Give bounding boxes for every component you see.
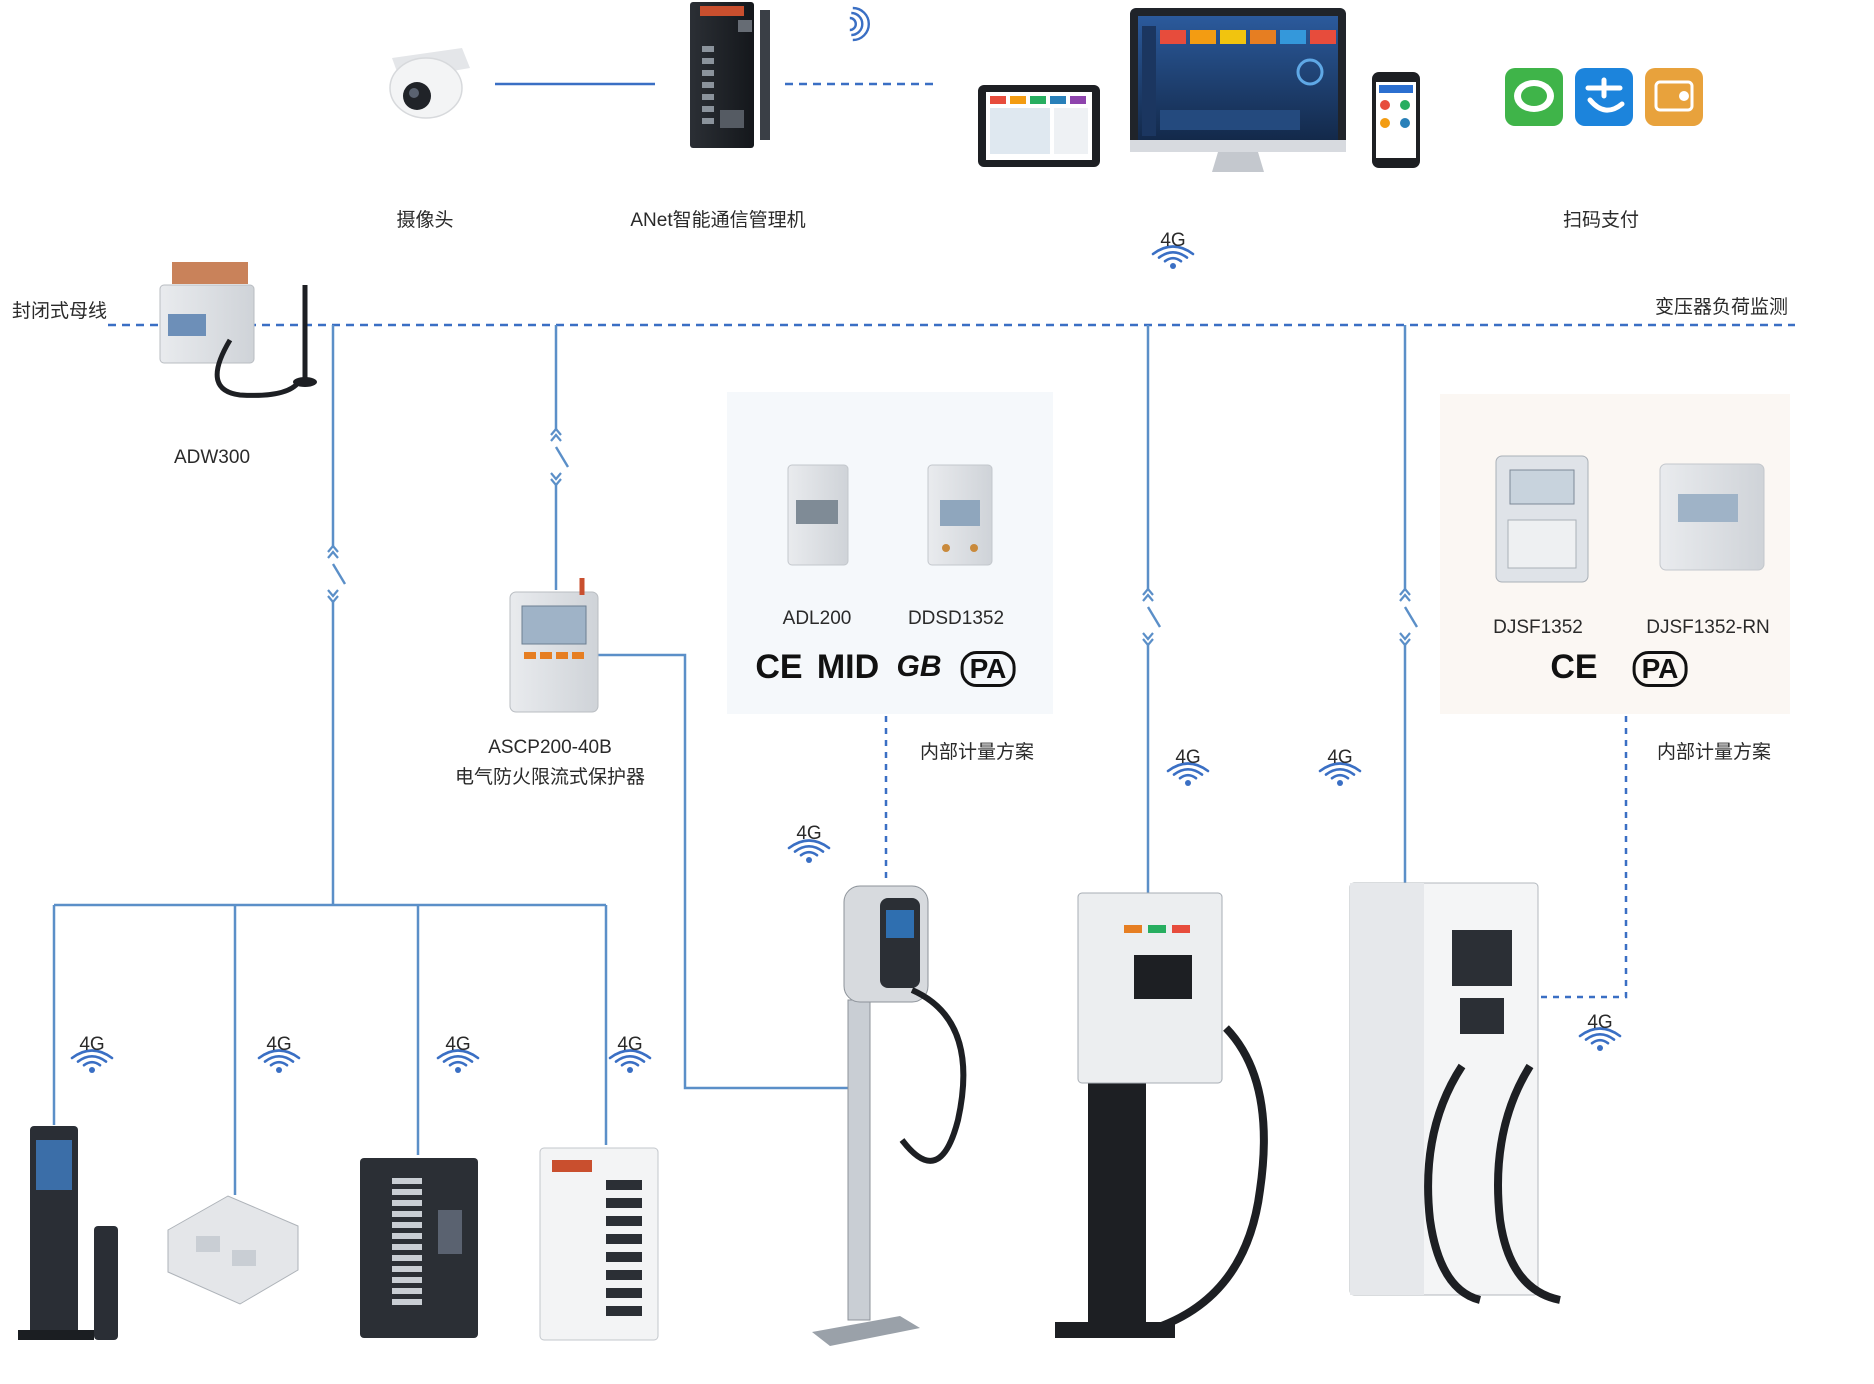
alipay-icon [1575, 68, 1633, 126]
tablet-icon [978, 85, 1100, 167]
gb-cert: GB [896, 650, 942, 683]
djsf1352-rn-label: DJSF1352-RN [1646, 617, 1770, 638]
anet-label: ANet智能通信管理机 [630, 210, 806, 231]
gateway-icon [690, 2, 770, 148]
switch-icon-ascp [550, 427, 570, 487]
panel-left-note: 内部计量方案 [919, 742, 1035, 763]
wifi-icon-dc2 [1318, 762, 1362, 786]
ascp-to-ac-line [598, 653, 850, 1090]
panel-right-note: 内部计量方案 [1656, 742, 1772, 763]
pa-cert-right: PA [1632, 651, 1688, 687]
signal-label-drop3: 4G [445, 1034, 471, 1055]
meter-icon-adw300 [159, 262, 317, 398]
wifi-icon-dc3 [1578, 1027, 1622, 1051]
meter-icon-ascp [509, 578, 599, 713]
charger-icon-dc1 [1055, 892, 1268, 1338]
charger-icon-box [539, 1147, 659, 1341]
adw300-label: ADW300 [173, 447, 251, 468]
ascp-desc-label: 电气防火限流式保护器 [454, 767, 646, 788]
camera-icon [389, 48, 470, 119]
wifi-icon-ac [787, 839, 831, 863]
unionpay-icon [1645, 68, 1703, 126]
charger-icon-dc2 [1349, 882, 1561, 1304]
signal-label-dc1: 4G [1175, 747, 1201, 768]
signal-label-cloud: 4G [1160, 230, 1186, 251]
ddsd1352-label: DDSD1352 [907, 608, 1005, 629]
switch-icon-dc1 [1142, 587, 1162, 647]
meter-icon-djsf1352 [1495, 455, 1589, 583]
switch-icon-dc2 [1399, 587, 1419, 647]
camera-label: 摄像头 [396, 210, 454, 231]
ce-cert-right: CE [1550, 648, 1598, 686]
meter-icon-adl200 [787, 464, 849, 566]
charger-icon-socket [167, 1195, 299, 1305]
transformer-monitor-label: 变压器负荷监测 [1655, 297, 1789, 318]
ce-cert-left: CE [755, 648, 803, 686]
wifi-icon-drop2 [257, 1049, 301, 1073]
panel-right-link-line [1538, 716, 1628, 999]
wifi-icon-drop3 [436, 1049, 480, 1073]
djsf1352-label: DJSF1352 [1493, 617, 1583, 638]
signal-label-drop1: 4G [79, 1034, 105, 1055]
wifi-icon-dc1 [1166, 762, 1210, 786]
signal-label-dc2: 4G [1327, 747, 1353, 768]
pa-cert-left: PA [960, 651, 1016, 687]
pay-label: 扫码支付 [1562, 210, 1640, 231]
charger-icon-ac [812, 885, 967, 1346]
charger-icon-cabinet [360, 1158, 478, 1338]
metering-panel-left [727, 392, 1053, 714]
signal-label-dc3: 4G [1587, 1012, 1613, 1033]
wifi-icon-cloud [1151, 245, 1195, 269]
switch-icon-left [327, 544, 347, 604]
phone-icon [1372, 72, 1420, 168]
signal-label-ac: 4G [796, 823, 822, 844]
wifi-icon-gateway [849, 6, 870, 42]
wifi-icon-drop1 [70, 1049, 114, 1073]
signal-label-drop2: 4G [266, 1034, 292, 1055]
mid-cert: MID [816, 648, 880, 686]
monitor-icon [1130, 8, 1346, 172]
busbar-label: 封闭式母线 [12, 301, 108, 322]
meter-icon-djsf1352-rn [1659, 463, 1765, 571]
meter-icon-ddsd1352 [927, 464, 993, 566]
signal-label-drop4: 4G [617, 1034, 643, 1055]
ascp-model-label: ASCP200-40B [488, 737, 612, 758]
charger-icon-kiosk [18, 1126, 118, 1340]
wifi-icon-drop4 [608, 1049, 652, 1073]
adl200-label: ADL200 [782, 608, 852, 629]
wechat-icon [1505, 68, 1563, 126]
